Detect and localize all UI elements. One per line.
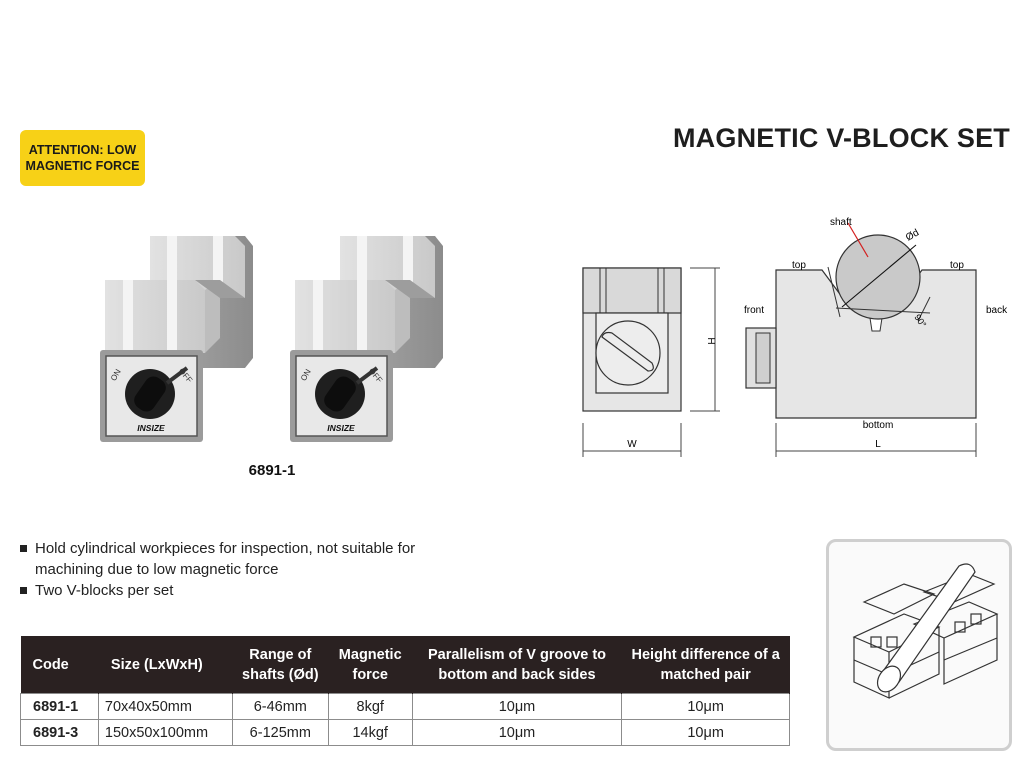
attention-badge: ATTENTION: LOW MAGNETIC FORCE [20,130,145,186]
bottom-label: bottom [863,420,894,431]
page-title: MAGNETIC V-BLOCK SET [672,123,1010,153]
table-row: 6891-3 150x50x100mm 6-125mm 14kgf 10μm 1… [20,719,790,746]
feature-list: Hold cylindrical workpieces for inspecti… [20,538,460,601]
cell-size: 70x40x50mm [97,693,233,720]
side-view: shaft Ød top top front back 90° bottom L [744,217,1008,457]
dimension-drawing: W H shaft Ød top top front back 90° bott… [582,217,1008,457]
table-header-row: Code Size (LxWxH) Range of shafts (Ød) M… [20,636,790,694]
feature-item: Two V-blocks per set [20,580,460,601]
header-force: Magnetic force [328,636,413,694]
cell-parallelism: 10μm [411,693,623,720]
width-label: W [627,439,637,450]
diameter-label: Ød [904,227,921,243]
v-block-right: ON OFF INSIZE [290,236,443,442]
cell-force: 14kgf [327,719,413,746]
cell-parallelism: 10μm [411,719,623,746]
brand-label: INSIZE [327,423,355,433]
cell-force: 8kgf [327,693,413,720]
length-label: L [875,439,881,450]
cell-size: 150x50x100mm [97,719,233,746]
usage-illustration [826,539,1012,751]
header-parallelism: Parallelism of V groove to bottom and ba… [412,636,623,694]
cylinder-shaft [876,563,976,693]
cell-height-diff: 10μm [621,719,790,746]
cell-range: 6-125mm [231,719,329,746]
attention-line-2: MAGNETIC FORCE [25,159,140,173]
back-label: back [986,305,1008,316]
header-range: Range of shafts (Ød) [232,636,329,694]
product-photo: ON OFF INSIZE ON OFF INSIZE [100,236,443,442]
model-number: 6891-1 [248,462,296,479]
header-size: Size (LxWxH) [98,636,233,694]
top-left-label: top [792,260,806,271]
cell-code: 6891-1 [20,693,99,720]
header-height-diff: Height difference of a matched pair [621,636,790,694]
v-block-left: ON OFF INSIZE [100,236,253,442]
header-code: Code [20,636,99,694]
cell-range: 6-46mm [231,693,329,720]
cell-height-diff: 10μm [621,693,790,720]
attention-line-1: ATTENTION: LOW [28,143,137,157]
front-label: front [744,305,764,316]
feature-item: Hold cylindrical workpieces for inspecti… [20,538,460,580]
top-right-label: top [950,260,964,271]
spec-table: Code Size (LxWxH) Range of shafts (Ød) M… [20,636,790,746]
table-row: 6891-1 70x40x50mm 6-46mm 8kgf 10μm 10μm [20,693,790,720]
height-label: H [705,337,716,344]
shaft-label: shaft [830,217,852,228]
cell-code: 6891-3 [20,719,99,746]
brand-label: INSIZE [137,423,165,433]
front-view: W H [582,267,720,457]
